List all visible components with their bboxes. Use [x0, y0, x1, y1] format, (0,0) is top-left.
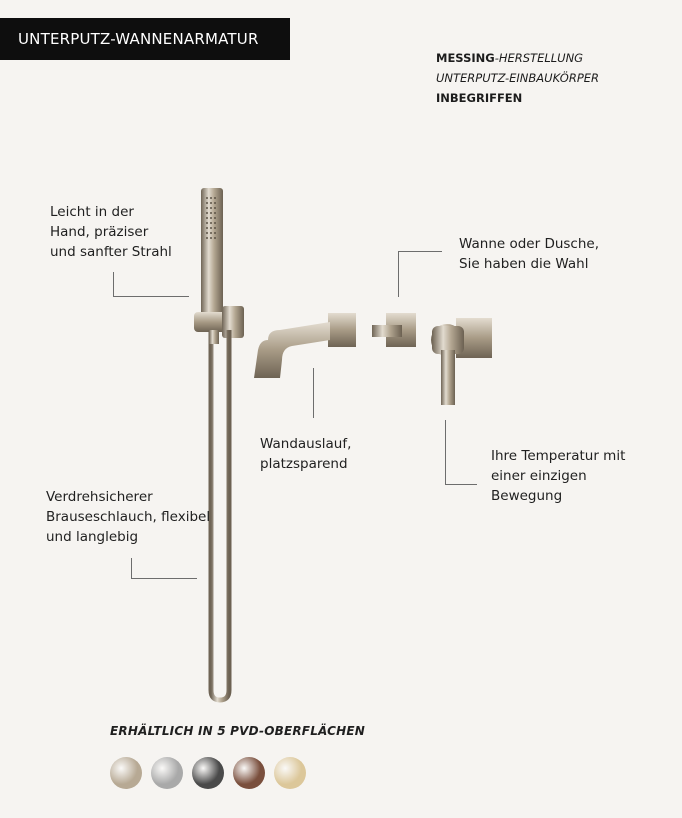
single-lever-mixer — [431, 318, 492, 405]
callout-line: und sanfter Strahl — [50, 244, 172, 260]
callout-hose: Verdrehsicherer Brauseschlauch, flexibel… — [46, 487, 210, 547]
spec-line-1: MESSING-HERSTELLUNG — [436, 48, 599, 68]
leader-line — [113, 296, 189, 297]
callout-line: Hand, präziser — [50, 224, 149, 240]
leader-line — [113, 272, 114, 296]
callout-line: Ihre Temperatur mit — [491, 448, 626, 464]
spec-line-3: INBEGRIFFEN — [436, 88, 599, 108]
hand-shower — [194, 188, 244, 703]
page-title-text: UNTERPUTZ-WANNENARMATUR — [18, 30, 259, 48]
leader-line — [398, 251, 399, 297]
leader-line — [131, 578, 197, 579]
leader-line — [131, 558, 132, 578]
callout-line: Wanne oder Dusche, — [459, 236, 600, 252]
spec-line-2: UNTERPUTZ-EINBAUKÖRPER — [436, 68, 599, 88]
spec-block: MESSING-HERSTELLUNG UNTERPUTZ-EINBAUKÖRP… — [436, 48, 599, 108]
callout-line: Bewegung — [491, 488, 563, 504]
callout-hand-shower: Leicht in der Hand, präziser und sanfter… — [50, 202, 172, 262]
swatch-graphite[interactable] — [192, 757, 224, 789]
diverter-valve — [372, 313, 416, 347]
callout-line: platzsparend — [260, 456, 348, 472]
callout-line: Brauseschlauch, flexibel — [46, 509, 211, 525]
spray-nozzles — [206, 197, 216, 239]
spec-body-text: UNTERPUTZ-EINBAUKÖRPER — [436, 71, 600, 85]
callout-mixer: Ihre Temperatur mit einer einzigen Beweg… — [491, 446, 625, 506]
finish-swatches — [110, 757, 306, 789]
callout-line: Wandauslauf, — [260, 436, 352, 452]
callout-line: Leicht in der — [50, 204, 134, 220]
callout-line: einer einzigen — [491, 468, 587, 484]
callout-line: Verdrehsicherer — [46, 489, 153, 505]
callout-diverter: Wanne oder Dusche, Sie haben die Wahl — [459, 234, 599, 274]
spec-included-text: INBEGRIFFEN — [436, 91, 523, 105]
wall-spout — [254, 313, 356, 378]
swatch-brushed-nickel[interactable] — [110, 757, 142, 789]
spec-material-suffix: -HERSTELLUNG — [494, 51, 584, 65]
callout-line: und langlebig — [46, 529, 139, 545]
leader-line — [313, 368, 314, 418]
leader-line — [445, 484, 477, 485]
swatch-brushed-steel[interactable] — [151, 757, 183, 789]
spec-material: MESSING — [436, 51, 495, 65]
swatch-copper[interactable] — [233, 757, 265, 789]
leader-line — [445, 420, 446, 484]
callout-spout: Wandauslauf, platzsparend — [260, 434, 351, 474]
leader-line — [398, 251, 442, 252]
finishes-title: ERHÄLTLICH IN 5 PVD-OBERFLÄCHEN — [110, 724, 366, 738]
swatch-gold[interactable] — [274, 757, 306, 789]
callout-line: Sie haben die Wahl — [459, 256, 589, 272]
page-title: UNTERPUTZ-WANNENARMATUR — [0, 18, 290, 60]
